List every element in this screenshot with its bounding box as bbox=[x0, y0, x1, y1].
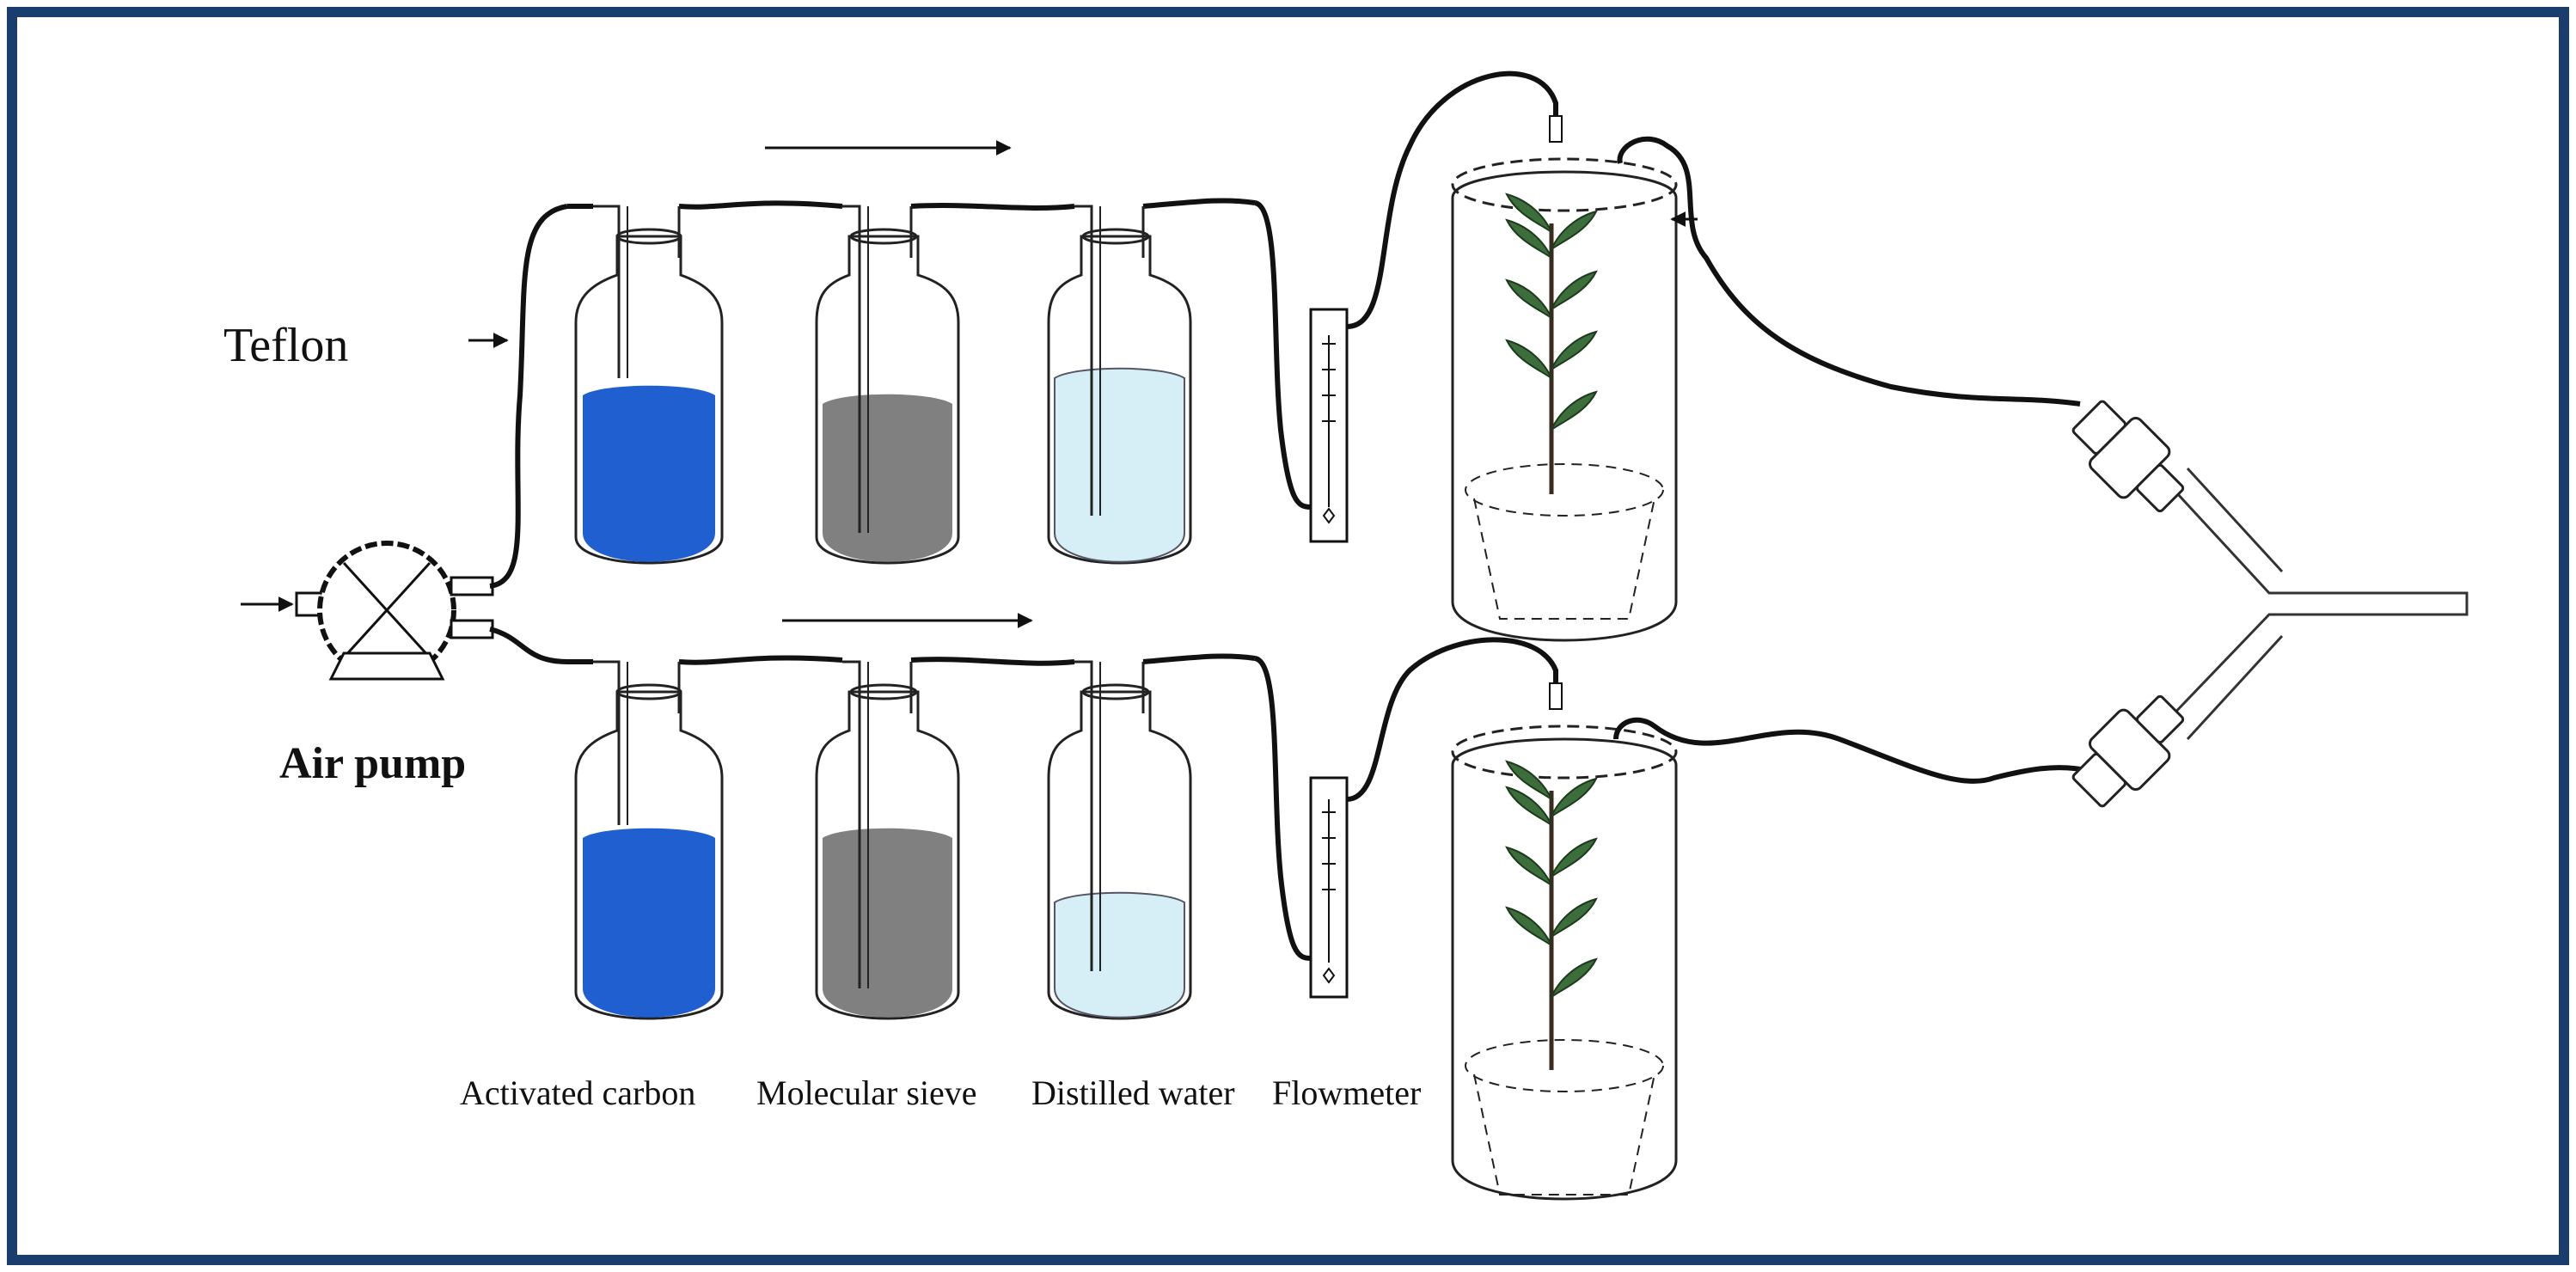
air-pump bbox=[241, 541, 494, 681]
diagram-frame bbox=[7, 7, 2569, 1265]
lower-bottle-molecular-sieve bbox=[815, 660, 960, 1020]
upper-filter bbox=[2071, 400, 2185, 513]
upper-tube-to-flowmeter bbox=[1253, 200, 1312, 510]
upper-plant-chamber bbox=[1451, 115, 1678, 642]
pump-lower-tube bbox=[489, 627, 568, 664]
upper-bottle-distilled-water bbox=[1047, 205, 1192, 565]
lower-bottle-distilled-water bbox=[1047, 660, 1192, 1020]
molecular-sieve-label: Molecular sieve bbox=[756, 1073, 977, 1112]
y-connector bbox=[2164, 467, 2469, 741]
teflon-label: Teflon bbox=[223, 319, 348, 372]
air-pump-label: Air pump bbox=[279, 739, 466, 788]
lower-plant-chamber bbox=[1451, 682, 1678, 1201]
upper-bottle-molecular-sieve bbox=[815, 205, 960, 565]
lower-bottle-activated-carbon bbox=[574, 660, 724, 1020]
flowmeter-label: Flowmeter bbox=[1272, 1073, 1421, 1112]
lower-row-tubing bbox=[567, 653, 1256, 666]
upper-row-tubing bbox=[567, 198, 1256, 211]
upper-bottle-activated-carbon bbox=[574, 205, 724, 565]
activated-carbon-label: Activated carbon bbox=[460, 1073, 695, 1112]
upper-flowmeter bbox=[1309, 308, 1349, 543]
upper-tube-to-chamber bbox=[1346, 70, 1558, 329]
lower-flowmeter bbox=[1309, 776, 1349, 999]
lower-outlet-tube bbox=[1613, 717, 2081, 784]
upper-outlet-tube bbox=[1617, 136, 2081, 407]
distilled-water-label: Distilled water bbox=[1031, 1073, 1235, 1112]
lower-filter bbox=[2071, 694, 2185, 808]
lower-tube-to-flowmeter bbox=[1253, 656, 1312, 961]
lower-tube-to-chamber bbox=[1346, 637, 1558, 802]
pump-upper-tube bbox=[489, 204, 568, 589]
